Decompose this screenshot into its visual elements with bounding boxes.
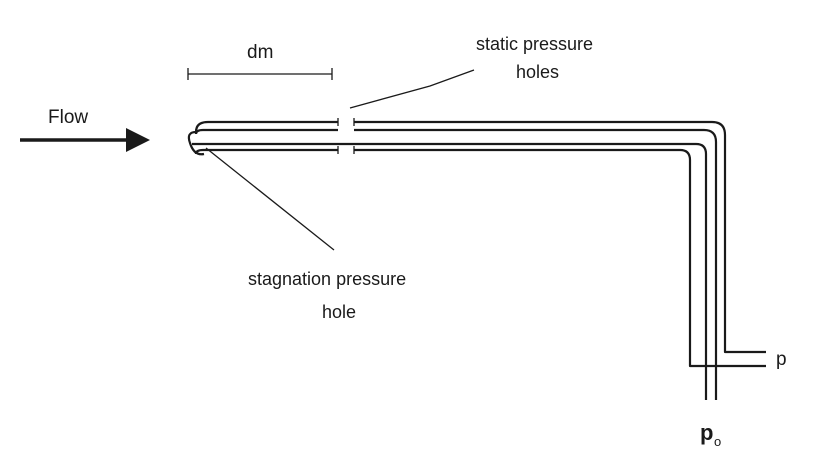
bottom-tube-wall	[194, 148, 766, 368]
static-holes-leader-line	[349, 69, 475, 109]
static-pressure-label-line2: holes	[516, 62, 559, 82]
static-pressure-outlet-label: p	[776, 349, 787, 370]
stagnation-pressure-outlet-subscript: o	[714, 434, 721, 449]
dm-label: dm	[247, 42, 273, 63]
static-pressure-label-line1: static pressure	[476, 34, 593, 54]
stagnation-hole-leader-line	[205, 147, 335, 251]
flow-arrow	[20, 128, 150, 152]
middle-tube-wall	[194, 128, 718, 400]
flow-label: Flow	[48, 107, 88, 128]
outer-tube-wall	[194, 120, 766, 354]
static-pressure-holes	[337, 118, 355, 154]
stagnation-pressure-label-line1: stagnation pressure	[248, 269, 406, 289]
dm-dimension-bar	[187, 68, 333, 80]
stagnation-pressure-outlet-label: p	[700, 420, 713, 445]
stagnation-pressure-label-line2: hole	[322, 302, 356, 322]
tube-nose-cap	[187, 130, 205, 156]
inner-stagnation-tube	[192, 142, 708, 400]
